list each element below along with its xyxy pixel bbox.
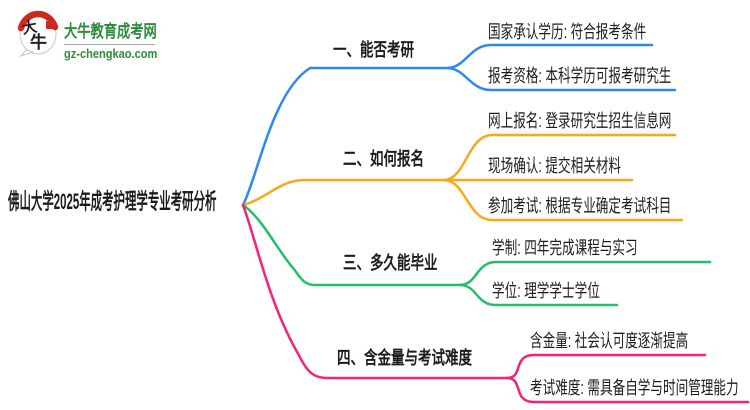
- branch4-subtopic-2: 考试难度: 需具备自学与时间管理能力: [530, 378, 739, 398]
- branch4-subtopic-1: 含金量: 社会认可度逐渐提高: [530, 331, 689, 351]
- branch2-child3-line: [443, 178, 684, 222]
- branch1-trunk-line: [241, 66, 450, 207]
- branch3-topic: 三、多久能毕业: [343, 253, 438, 273]
- branch2-subtopic-1: 网上报名: 登录研究生招生信息网: [488, 111, 672, 131]
- logo-icon-char-niu: 牛: [30, 32, 47, 52]
- branch3-subtopic-1: 学制: 四年完成课程与实习: [492, 238, 638, 258]
- branch2-topic: 二、如何报名: [343, 149, 424, 169]
- logo-text-block: 大牛教育成考网 gz-chengkao.com: [64, 10, 183, 61]
- branch4-topic: 四、含金量与考试难度: [337, 348, 472, 368]
- branch1-child2-line: [446, 66, 677, 92]
- branch1-subtopic-2: 报考资格: 本科学历可报考研究生: [488, 66, 672, 86]
- logo-title: 大牛教育成考网: [64, 22, 157, 41]
- branch1-child1-line: [446, 43, 654, 70]
- logo-red-seal: [46, 21, 53, 29]
- branch3-subtopic-2: 学位: 理学学士学位: [492, 281, 600, 301]
- root-topic: 佛山大学2025年成考护理学专业考研分析: [8, 189, 217, 214]
- branch1-subtopic-1: 国家承认学历: 符合报考条件: [488, 22, 647, 42]
- branch4-trunk-line: [241, 203, 509, 380]
- logo-bull-speech-bubble-icon: 大 牛: [17, 10, 59, 57]
- branch1-topic: 一、能否考研: [333, 40, 414, 60]
- branch3-child2-line: [458, 283, 619, 307]
- branch4-child2-line: [505, 376, 750, 404]
- logo-url: gz-chengkao.com: [64, 46, 158, 61]
- branch3-child1-line: [458, 260, 712, 287]
- branch4-child1-line: [505, 353, 707, 380]
- branch2-subtopic-2: 现场确认: 提交相关材料: [488, 156, 622, 176]
- logo-icon-char-da: 大: [21, 17, 39, 37]
- branch2-child1-line: [443, 133, 677, 182]
- site-logo: 大 牛 大牛教育成考网 gz-chengkao.com: [17, 10, 183, 61]
- branch3-trunk-line: [241, 203, 462, 287]
- branch2-trunk-line: [241, 178, 447, 207]
- logo-divider: [64, 44, 155, 45]
- branch2-subtopic-3: 参加考试: 根据专业确定考试科目: [488, 196, 672, 216]
